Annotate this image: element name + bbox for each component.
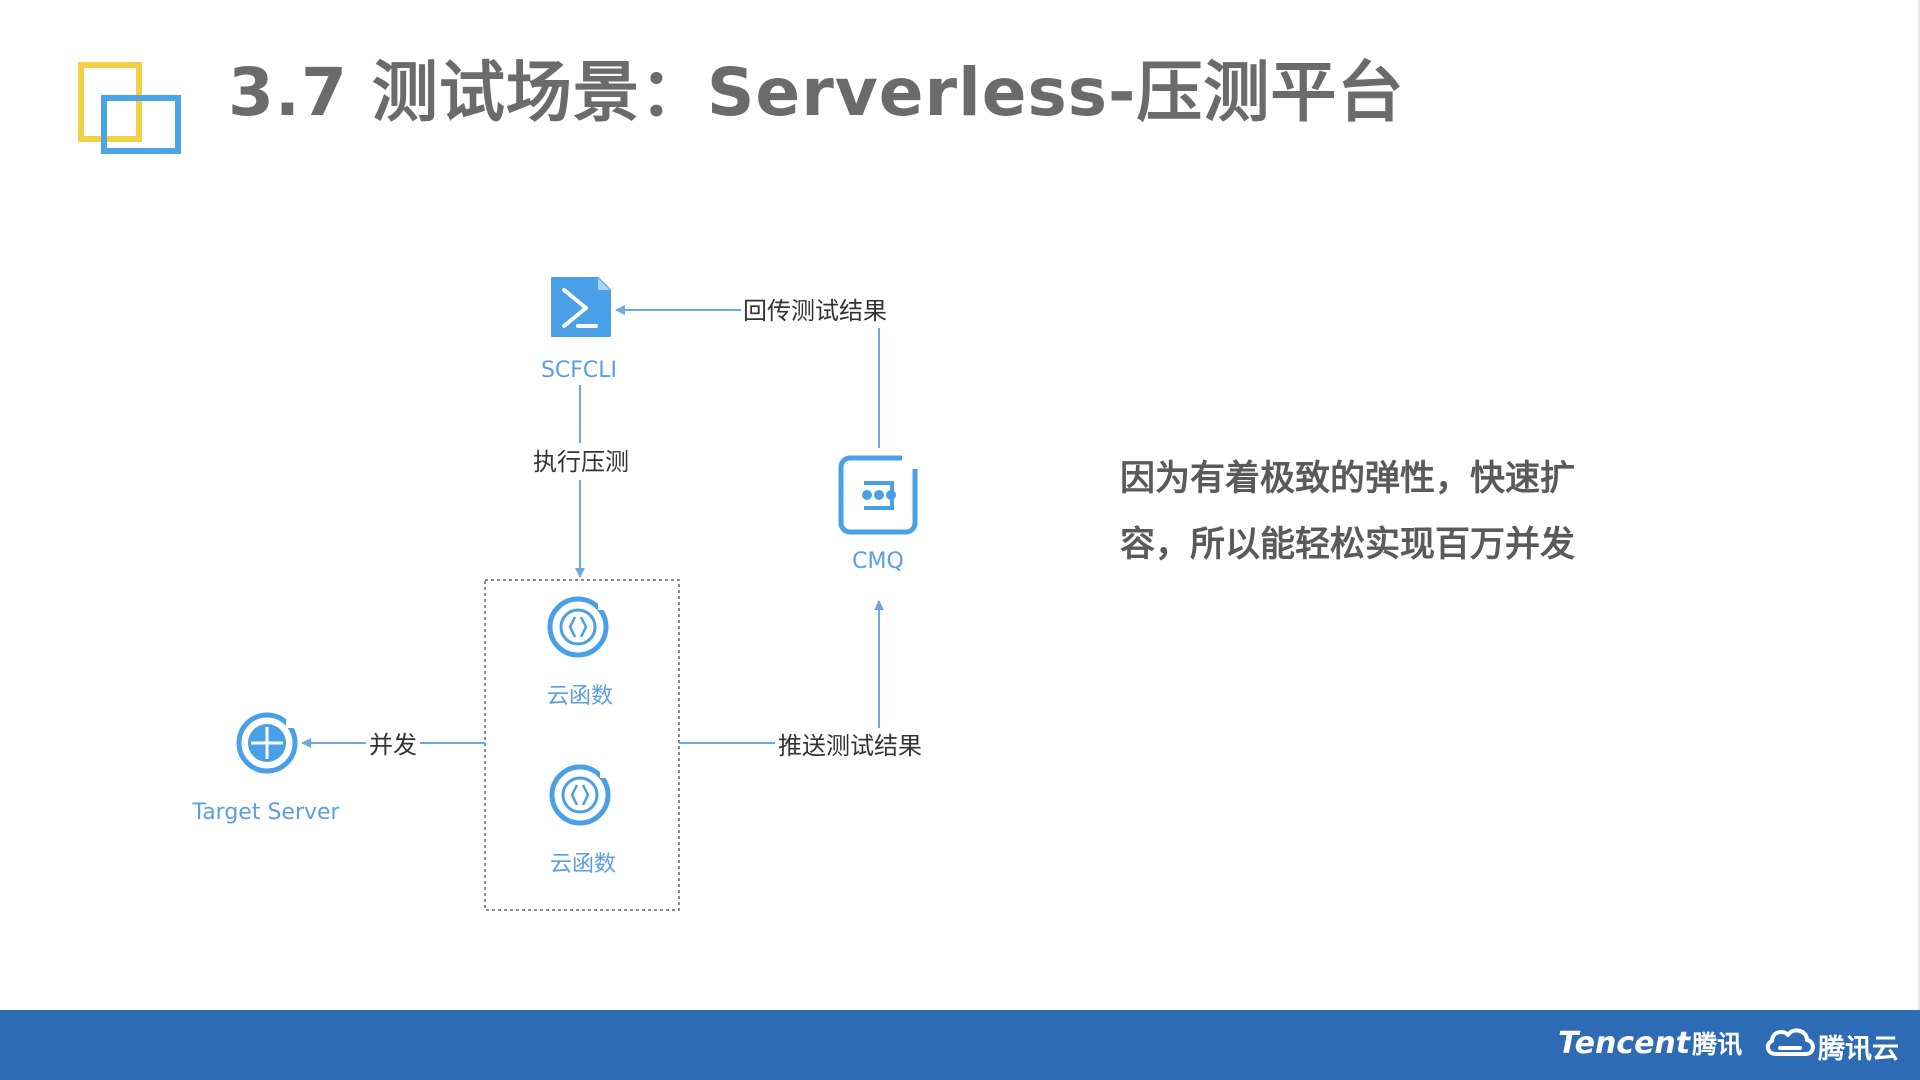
function-bottom-label: 云函数 [550,852,616,877]
footer-bar [0,1010,1920,1080]
description-text: 因为有着极致的弹性，快速扩容，所以能轻松实现百万并发 [1120,459,1576,565]
tencent-cloud-icon [1765,1028,1815,1056]
title-decoration-blue-square [101,95,181,154]
slide-area [1918,0,1920,1010]
architecture-diagram: SCFCLI CMQ 云函数 云函数 Target Server 执行压测 [191,277,922,911]
push-results-label: 推送测试结果 [778,732,922,760]
terminal-icon [551,277,611,337]
globe-server-icon [236,712,298,774]
target-server-label: Target Server [191,800,340,825]
message-queue-icon [838,455,918,535]
function-top-label: 云函数 [547,684,613,709]
function-icon [549,764,612,826]
title-decoration-yellow-square [78,62,142,142]
concurrency-label: 并发 [369,731,417,759]
execute-test-label: 执行压测 [533,448,629,476]
return-results-label: 回传测试结果 [743,297,887,325]
tencent-brand: Tencent腾讯 [1558,1025,1742,1061]
function-icon [547,596,610,658]
cmq-label: CMQ [852,549,904,574]
tencent-brand-text: Tencent [1558,1026,1691,1061]
tencent-cloud-name: 腾讯云 [1818,1034,1899,1065]
tencent-brand-cn: 腾讯 [1692,1030,1743,1059]
function-group-box [484,579,680,911]
slide-title: 3.7 测试场景：Serverless-压测平台 [228,54,1405,131]
scfcli-label: SCFCLI [541,358,617,383]
